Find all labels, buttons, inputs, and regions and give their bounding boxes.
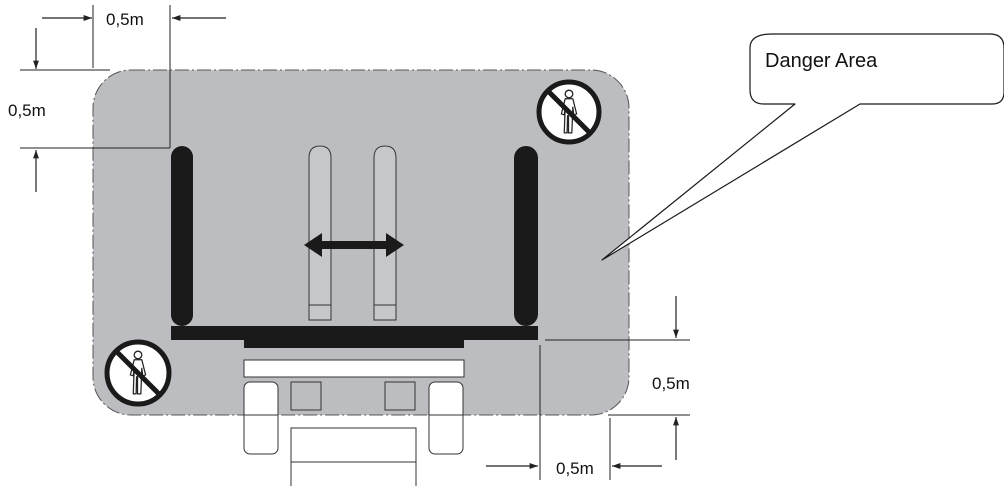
dimension-lines [20, 5, 690, 480]
dimension-label-top: 0,5m [106, 10, 144, 29]
forklift-mast [171, 146, 538, 326]
forklift-carriage [171, 326, 538, 348]
dimension-label-right: 0,5m [652, 374, 690, 393]
danger-area-callout [601, 33, 1004, 261]
dimension-label-bottom: 0,5m [556, 459, 594, 478]
double-arrow-icon [304, 233, 404, 257]
no-pedestrian-icon-bottom-left [104, 339, 172, 407]
forklift-body [243, 359, 465, 486]
dimension-arrows [33, 15, 679, 469]
no-pedestrian-icon-top-right [536, 79, 602, 145]
dimension-label-left: 0,5m [8, 101, 46, 120]
forklift-forks [308, 145, 397, 321]
danger-area-label: Danger Area [765, 50, 878, 72]
